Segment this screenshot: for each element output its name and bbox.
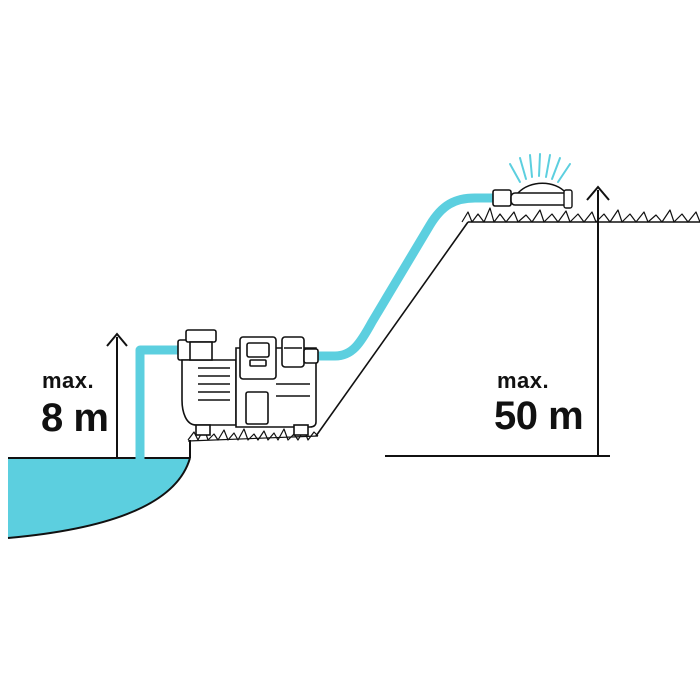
garden-pump-icon	[177, 329, 319, 436]
delivery-max-label: max.	[497, 368, 550, 393]
sprinkler-spray	[509, 153, 571, 183]
pump-ground-line	[187, 435, 319, 442]
grass-hilltop	[461, 207, 700, 223]
grass-under-pump	[187, 427, 319, 441]
hill-slope	[315, 221, 469, 437]
suction-value-label: 8 m	[41, 396, 109, 440]
sprinkler-icon	[492, 153, 573, 209]
delivery-value-label: 50 m	[494, 394, 584, 438]
water-pond	[8, 458, 190, 538]
delivery-height-arrow	[586, 185, 610, 456]
suction-max-label: max.	[42, 368, 95, 393]
suction-height-arrow	[106, 332, 128, 458]
pond-bank-line	[7, 457, 191, 539]
suction-hose	[135, 345, 180, 460]
delivery-hose	[316, 193, 493, 361]
